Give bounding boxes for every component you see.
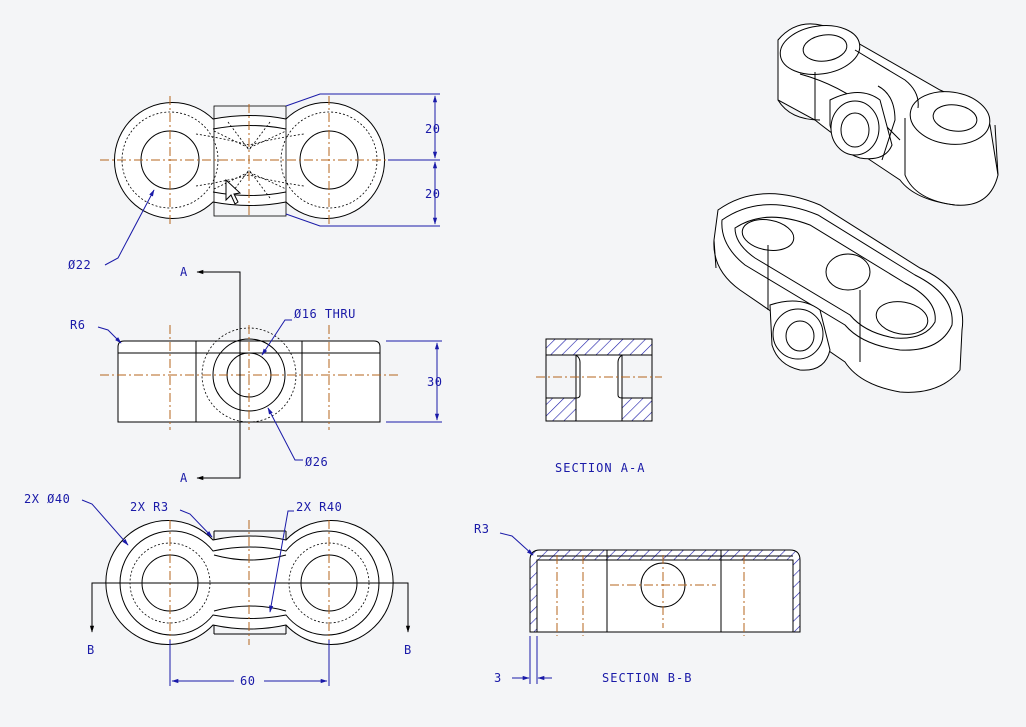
front-view: A A R6 Ø16 THRU Ø26 30 [70,265,442,485]
front-bore-outer-label: Ø26 [305,455,328,469]
bottom-center-distance-label: 60 [240,674,255,688]
section-b-wall-label: 3 [494,671,502,685]
top-view: 20 20 Ø22 [68,93,440,272]
section-b-view: R3 3 SECTION B-B [474,522,801,685]
front-radius-label: R6 [70,318,85,332]
section-b-radius-label: R3 [474,522,489,536]
bottom-outer-dia-label: 2X Ø40 [24,492,70,506]
top-dim-upper: 20 [425,122,440,136]
section-b-mark-left: B [87,643,95,657]
section-a-view: SECTION A-A [536,338,662,475]
isometric-view-bottom [713,193,964,393]
section-a-mark-top: A [180,265,188,279]
section-b-mark-right: B [404,643,412,657]
isometric-view-top [777,23,999,206]
front-bore-label: Ø16 THRU [294,307,356,321]
front-height-label: 30 [427,375,442,389]
mouse-cursor-icon [225,178,242,205]
bottom-view: B B 2X Ø40 2X R3 2X R40 60 [24,492,412,688]
section-b-title: SECTION B-B [602,671,692,685]
section-a-mark-bottom: A [180,471,188,485]
bottom-fillet-label: 2X R3 [130,500,169,514]
top-dim-lower: 20 [425,187,440,201]
top-hole-dia-label: Ø22 [68,258,91,272]
section-a-title: SECTION A-A [555,461,645,475]
bottom-waist-label: 2X R40 [296,500,342,514]
